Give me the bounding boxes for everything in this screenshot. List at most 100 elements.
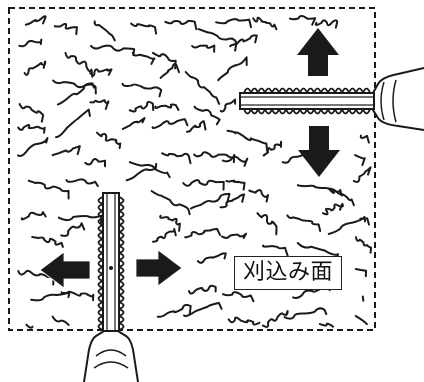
foliage-squiggle (89, 68, 113, 77)
foliage-squiggle (121, 117, 146, 130)
foliage-squiggle (128, 100, 155, 113)
blade-tooth (264, 87, 273, 94)
blade-tooth (118, 280, 125, 289)
foliage-squiggle (84, 158, 106, 168)
blade-tooth (264, 108, 273, 115)
foliage-squiggle (252, 16, 278, 31)
blade-tooth (97, 315, 104, 324)
blade-tooth (257, 108, 266, 115)
blade-tooth (97, 273, 104, 282)
hedge-trimmer-horizontal-icon (239, 67, 424, 131)
foliage-squiggle (96, 131, 122, 150)
arrow-right-icon (136, 250, 182, 286)
blade-tooth (118, 294, 125, 303)
blade-tooth (285, 108, 294, 115)
foliage-squiggle (318, 322, 335, 328)
foliage-squiggle (354, 236, 372, 254)
blade-tooth (118, 322, 125, 331)
blade-tooth (118, 210, 125, 219)
foliage-squiggle (51, 315, 70, 326)
blade-tooth (97, 322, 104, 331)
foliage-squiggle (229, 34, 258, 48)
foliage-squiggle (219, 98, 237, 113)
blade-tooth (118, 301, 125, 310)
foliage-squiggle (190, 192, 231, 210)
blade-tooth (348, 87, 357, 94)
foliage-squiggle (52, 79, 97, 95)
foliage-squiggle (296, 242, 339, 264)
foliage-squiggle (128, 161, 171, 179)
blade-tooth (243, 108, 252, 115)
foliage-squiggle (359, 134, 370, 144)
foliage-squiggle (27, 179, 70, 200)
hedge-foliage-texture (17, 15, 372, 329)
foliage-squiggle (25, 323, 34, 329)
foliage-squiggle (151, 51, 177, 70)
foliage-squiggle (93, 20, 116, 42)
foliage-squiggle (196, 252, 227, 264)
blade-tooth (118, 224, 125, 233)
foliage-squiggle (221, 155, 249, 167)
foliage-squiggle (248, 189, 269, 203)
blade-tooth (97, 245, 104, 254)
blade-tooth (250, 108, 259, 115)
foliage-squiggle (352, 166, 372, 183)
foliage-squiggle (24, 15, 47, 26)
foliage-squiggle (354, 315, 368, 326)
foliage-squiggle (327, 215, 366, 235)
foliage-squiggle (65, 178, 99, 188)
blade-tooth (118, 266, 125, 275)
blade-tooth (118, 308, 125, 317)
foliage-squiggle (150, 190, 191, 216)
blade-tooth (313, 108, 322, 115)
blade-tooth (292, 108, 301, 115)
foliage-squiggle (262, 140, 283, 157)
blade-tooth (348, 108, 357, 115)
hedge-trimmer-vertical-icon (83, 192, 139, 382)
blade-tooth (97, 259, 104, 268)
blade-tooth (97, 252, 104, 261)
foliage-squiggle (18, 38, 43, 48)
foliage-squiggle (262, 244, 289, 257)
foliage-squiggle (186, 120, 207, 133)
blade-tooth (118, 238, 125, 247)
foliage-squiggle (60, 290, 95, 302)
foliage-squiggle (219, 193, 246, 209)
foliage-squiggle (188, 284, 217, 295)
blade-tooth (97, 280, 104, 289)
foliage-squiggle (256, 212, 278, 236)
foliage-squiggle (322, 202, 344, 216)
foliage-squiggle (161, 152, 192, 165)
blade-tooth (257, 87, 266, 94)
blade-tooth (299, 108, 308, 115)
foliage-squiggle (227, 316, 261, 326)
foliage-squiggle (184, 71, 221, 105)
foliage-squiggle (225, 179, 246, 191)
foliage-squiggle (193, 151, 236, 164)
foliage-squiggle (226, 129, 269, 153)
foliage-squiggle (56, 82, 95, 106)
blade-tooth (285, 87, 294, 94)
arrow-up-icon (297, 28, 339, 76)
foliage-squiggle (156, 303, 192, 318)
blade-tooth (271, 108, 280, 115)
blade-tooth (97, 238, 104, 247)
foliage-squiggle (288, 15, 317, 26)
foliage-squiggle (89, 99, 110, 110)
foliage-squiggle (17, 123, 46, 134)
blade-tooth (97, 210, 104, 219)
blade-tooth (292, 87, 301, 94)
blade-tooth (97, 217, 104, 226)
blade-tooth (320, 87, 329, 94)
foliage-squiggle (217, 56, 248, 82)
arrow-left-icon (40, 252, 90, 288)
blade-tooth (97, 287, 104, 296)
foliage-squiggle (57, 214, 104, 224)
foliage-squiggle (121, 82, 163, 98)
foliage-squiggle (261, 310, 289, 328)
foliage-squiggle (154, 103, 180, 111)
blade-tooth (278, 87, 287, 94)
foliage-squiggle (159, 214, 181, 232)
blade-tooth (362, 87, 371, 94)
